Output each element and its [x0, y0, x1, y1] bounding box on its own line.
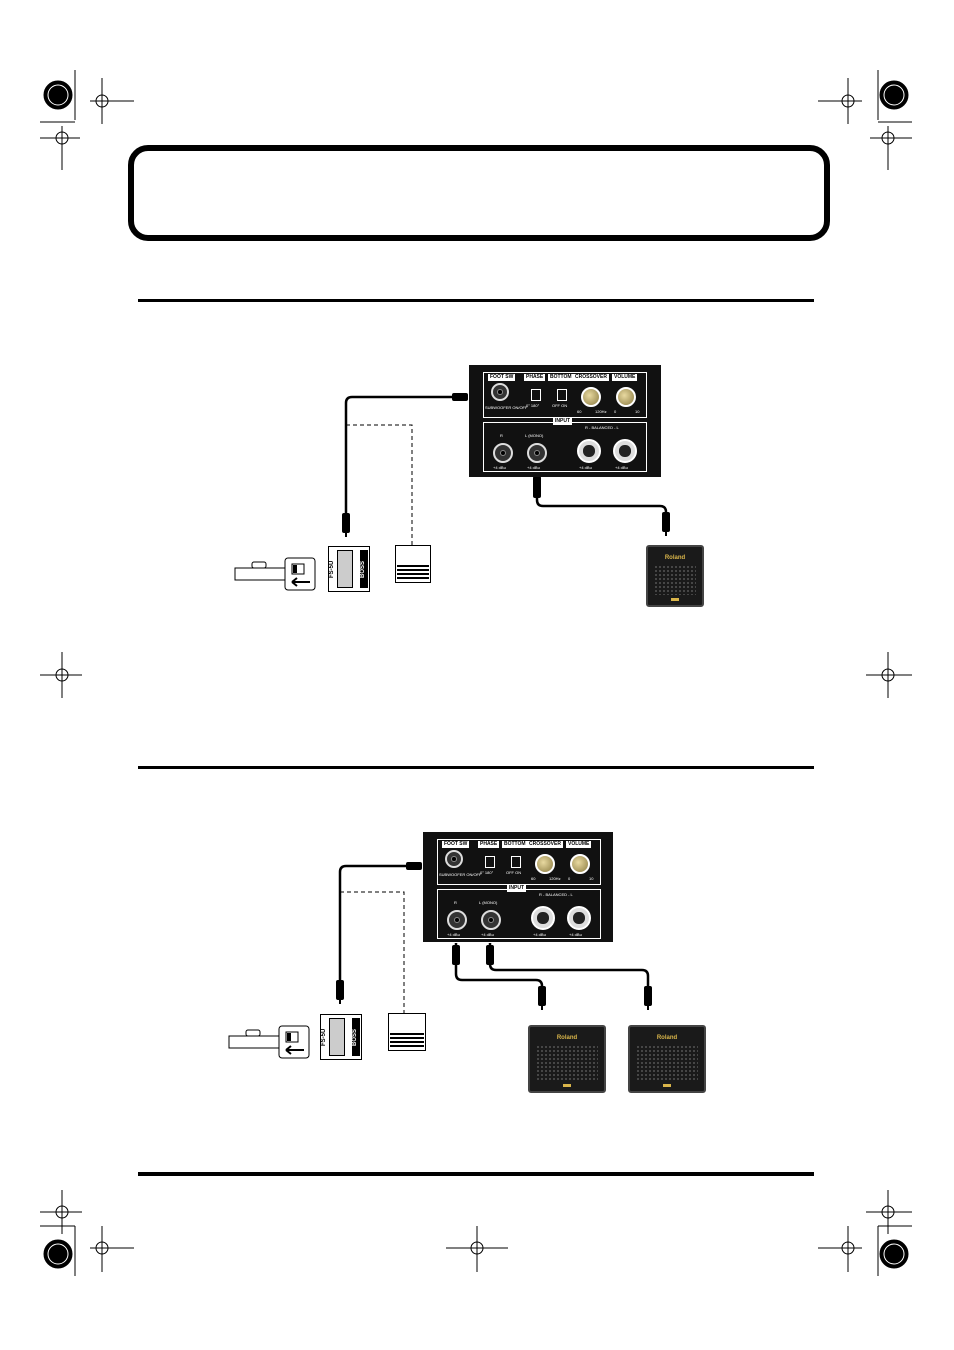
- pedal-tread: [390, 1033, 424, 1049]
- bottom-switch[interactable]: [557, 389, 567, 401]
- alternate-pedal[interactable]: [388, 1013, 426, 1051]
- foot-sw-label: FOOT SW: [488, 374, 516, 381]
- foot-sw-label: FOOT SW: [442, 841, 470, 848]
- bottom-switch[interactable]: [511, 856, 521, 868]
- crossover-max: 120Hz: [549, 876, 561, 881]
- crossover-knob[interactable]: [535, 854, 555, 874]
- amplifier-brand: Roland: [556, 1035, 578, 1041]
- crossover-knob[interactable]: [581, 387, 601, 407]
- volume-label: VOLUME: [612, 374, 638, 381]
- polarity-switch-illustration: [228, 1025, 310, 1059]
- balanced-label: R - BALANCED - L: [585, 425, 619, 430]
- pedal-tread: [397, 565, 429, 581]
- foot-sw-sublabel: SUBWOOFER ON/OFF: [439, 872, 482, 877]
- volume-knob[interactable]: [570, 854, 590, 874]
- input-l-level: +4 dBu: [527, 465, 540, 470]
- phase-switch[interactable]: [531, 389, 541, 401]
- amplifier-grill: [536, 1045, 598, 1081]
- balanced-l-xlr[interactable]: [613, 439, 637, 463]
- amplifier: Roland: [646, 545, 704, 607]
- amplifier-badge: [663, 1084, 671, 1087]
- input-r-jack[interactable]: [447, 910, 467, 930]
- boss-logo: BOSS: [352, 1018, 360, 1056]
- input-l-level: +4 dBu: [481, 932, 494, 937]
- amplifier-grill: [654, 565, 696, 595]
- footer-rule: [138, 1172, 814, 1176]
- foot-sw-jack[interactable]: [445, 850, 463, 868]
- volume-min: 0: [614, 409, 617, 414]
- amplifier-right: Roland: [628, 1025, 706, 1093]
- footswitch-fs5u[interactable]: FS-5U BOSS: [320, 1014, 362, 1060]
- connection-diagram-stereo: FOOT SW SUBWOOFER ON/OFF PHASE 0° 180° B…: [0, 780, 954, 1120]
- input-l-mono-jack[interactable]: [527, 443, 547, 463]
- crossover-min: 60: [531, 876, 536, 881]
- chapter-title-box: [128, 145, 830, 241]
- balanced-r-xlr[interactable]: [577, 439, 601, 463]
- bottom-sublabel: OFF ON: [506, 870, 522, 875]
- footswitch-fs5u[interactable]: FS-5U BOSS: [328, 546, 370, 592]
- input-l-mono-label: L (MONO): [479, 900, 498, 905]
- bottom-label: BOTTOM: [502, 841, 528, 848]
- volume-knob[interactable]: [616, 387, 636, 407]
- controls-section: [483, 372, 647, 418]
- input-label: INPUT: [507, 885, 526, 892]
- foot-sw-sublabel: SUBWOOFER ON/OFF: [485, 405, 528, 410]
- input-l-mono-label: L (MONO): [525, 433, 544, 438]
- volume-max: 10: [589, 876, 594, 881]
- input-r-level: +4 dBu: [447, 932, 460, 937]
- balanced-l-level: +4 dBu: [569, 932, 582, 937]
- connection-diagram-mono: FOOT SW SUBWOOFER ON/OFF PHASE 0° 180° B…: [234, 365, 704, 607]
- balanced-l-xlr[interactable]: [567, 906, 591, 930]
- amplifier-left: Roland: [528, 1025, 606, 1093]
- phase-sublabel: 0° 180°: [526, 403, 540, 408]
- bottom-label: BOTTOM: [548, 374, 574, 381]
- input-r-jack[interactable]: [493, 443, 513, 463]
- crossover-label: CROSSOVER: [527, 841, 563, 848]
- phase-sublabel: 0° 180°: [480, 870, 494, 875]
- cables-figure-2: [336, 862, 652, 1016]
- input-r-label: R: [454, 900, 457, 905]
- section-rule-2: [138, 766, 814, 769]
- balanced-r-level: +4 dBu: [533, 932, 546, 937]
- amplifier-badge: [671, 598, 679, 601]
- crossover-max: 120Hz: [595, 409, 607, 414]
- input-l-mono-jack[interactable]: [481, 910, 501, 930]
- section-rule-1: [138, 299, 814, 302]
- polarity-switch-illustration: [234, 557, 316, 591]
- input-label: INPUT: [553, 418, 572, 425]
- balanced-r-level: +4 dBu: [579, 465, 592, 470]
- cables-figure-1: [342, 393, 670, 545]
- rear-panel: FOOT SW SUBWOOFER ON/OFF PHASE 0° 180° B…: [469, 365, 661, 477]
- footswitch-pedal: [329, 1018, 345, 1056]
- balanced-label: R - BALANCED - L: [539, 892, 573, 897]
- foot-sw-jack[interactable]: [491, 383, 509, 401]
- crossover-label: CROSSOVER: [573, 374, 609, 381]
- input-r-level: +4 dBu: [493, 465, 506, 470]
- alternate-pedal[interactable]: [395, 545, 431, 583]
- volume-label: VOLUME: [566, 841, 592, 848]
- balanced-r-xlr[interactable]: [531, 906, 555, 930]
- rear-panel: FOOT SW SUBWOOFER ON/OFF PHASE 0° 180° B…: [423, 832, 613, 942]
- amplifier-grill: [636, 1045, 698, 1081]
- amplifier-brand: Roland: [664, 555, 686, 561]
- controls-section: [437, 839, 601, 885]
- phase-switch[interactable]: [485, 856, 495, 868]
- footswitch-model-label: FS-5U: [329, 560, 335, 578]
- amplifier-brand: Roland: [656, 1035, 678, 1041]
- boss-logo: BOSS: [360, 550, 368, 588]
- footswitch-model-label: FS-5U: [321, 1028, 327, 1046]
- volume-max: 10: [635, 409, 640, 414]
- bottom-sublabel: OFF ON: [552, 403, 568, 408]
- phase-label: PHASE: [478, 841, 500, 848]
- crossover-min: 60: [577, 409, 582, 414]
- footswitch-pedal: [337, 550, 353, 588]
- phase-label: PHASE: [524, 374, 546, 381]
- volume-min: 0: [568, 876, 571, 881]
- input-r-label: R: [500, 433, 503, 438]
- amplifier-badge: [563, 1084, 571, 1087]
- balanced-l-level: +4 dBu: [615, 465, 628, 470]
